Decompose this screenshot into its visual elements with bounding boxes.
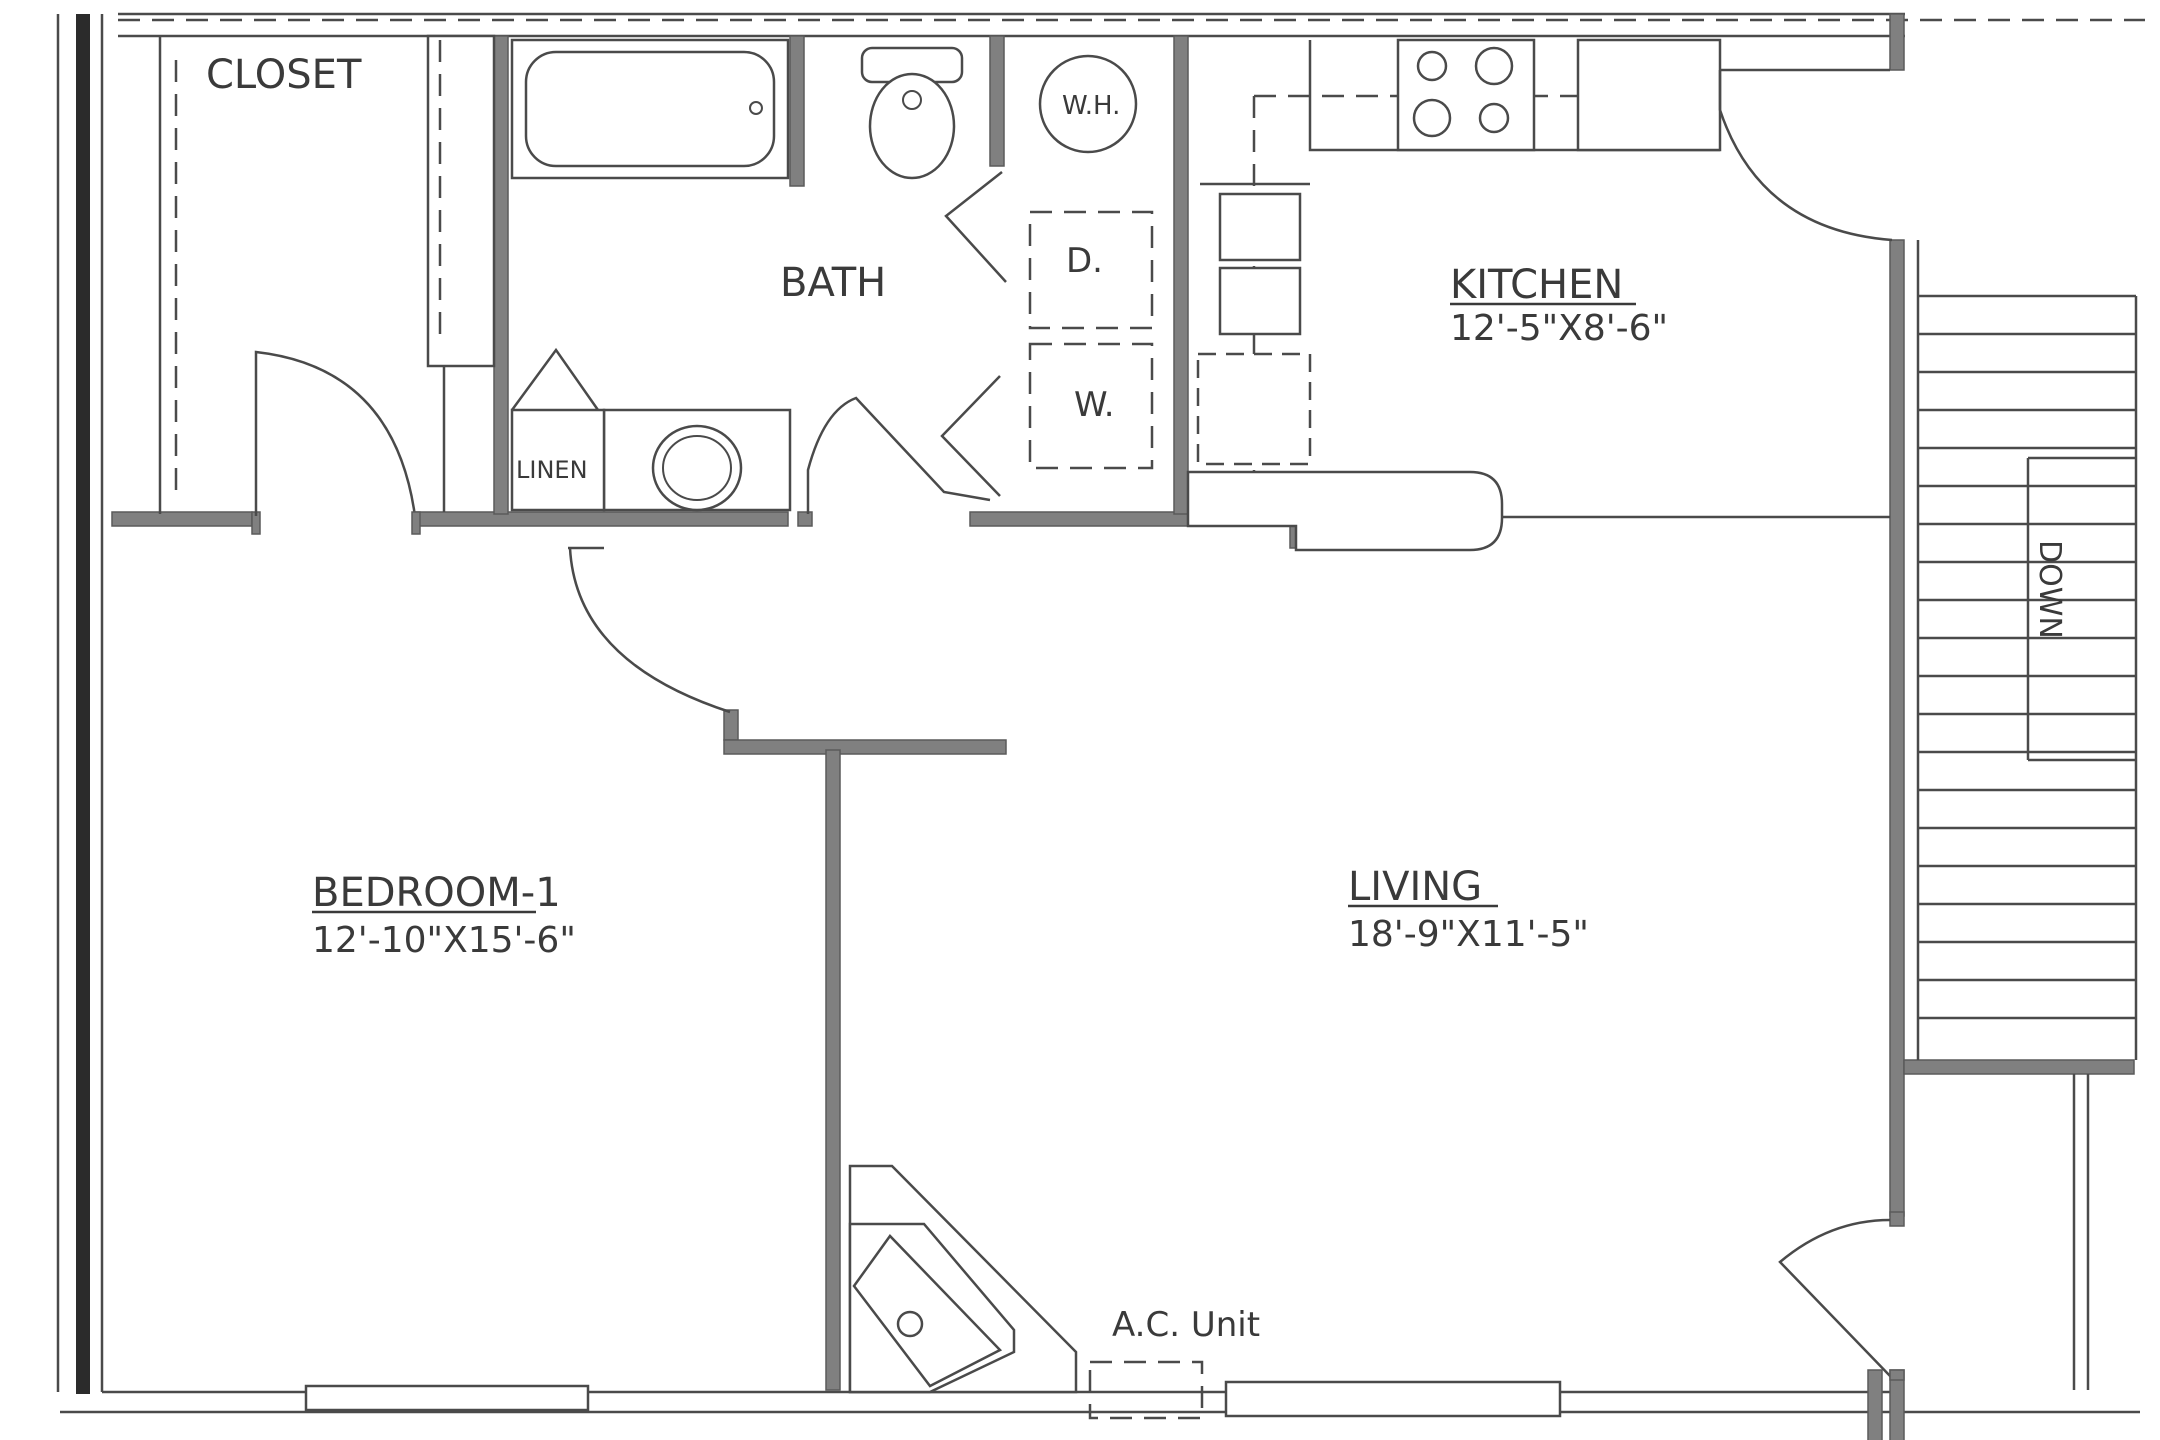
exterior-openings	[304, 1074, 2090, 1420]
bedroom-label: BEDROOM-1	[312, 870, 561, 916]
doors	[251, 350, 1905, 1381]
bath-area	[510, 38, 1007, 514]
kitchen-dimensions: 12'-5"X8'-6"	[1450, 308, 1668, 349]
fireplace	[848, 1164, 1078, 1394]
ac-unit-label: A.C. Unit	[1112, 1305, 1260, 1345]
dryer-label: D.	[1066, 241, 1103, 281]
interior-walls	[111, 35, 2135, 1391]
living-dimensions: 18'-9"X11'-5"	[1348, 914, 1589, 955]
kitchen-label: KITCHEN	[1450, 262, 1623, 308]
stairs	[1916, 240, 2138, 1060]
kitchen-area	[1186, 38, 1893, 552]
living-label: LIVING	[1348, 864, 1482, 910]
stairs-label: DOWN	[2032, 540, 2067, 639]
laundry-area	[1028, 54, 1154, 470]
linen-label: LINEN	[516, 456, 588, 484]
closet-area	[158, 34, 496, 514]
bath-label: BATH	[780, 260, 886, 306]
washer-label: W.	[1074, 385, 1115, 425]
closet-label: CLOSET	[206, 52, 362, 98]
water-heater-label: W.H.	[1062, 91, 1120, 121]
bedroom-dimensions: 12'-10"X15'-6"	[312, 920, 576, 961]
